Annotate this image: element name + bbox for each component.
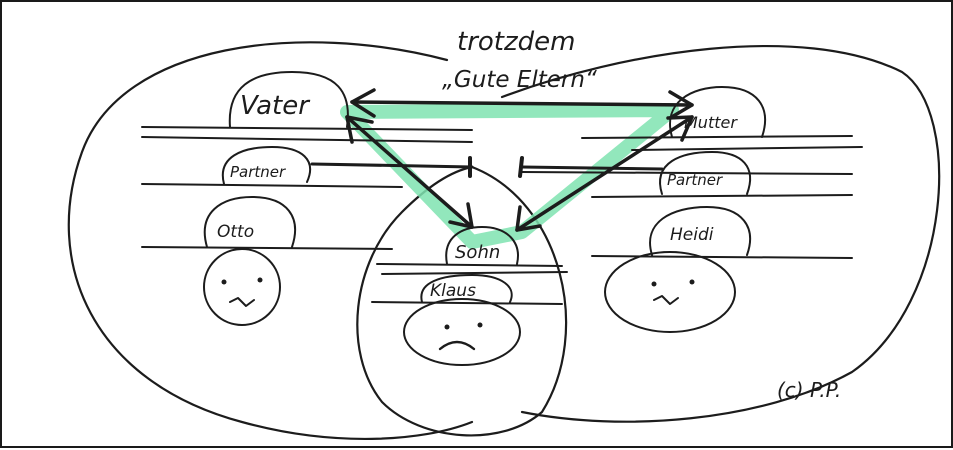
- arrow-father-mother: [350, 100, 694, 107]
- left-face-eye: [221, 279, 227, 285]
- father-line-2: [141, 136, 473, 143]
- mother-head: [669, 86, 767, 138]
- arrowhead: [515, 205, 542, 232]
- title-line-2: „Gute Eltern“: [442, 67, 597, 93]
- label-father: Vater: [240, 91, 311, 121]
- mother-line-2: [631, 146, 863, 151]
- arrowhead: [448, 202, 474, 229]
- klaus-line: [371, 301, 563, 305]
- mother-line-1: [581, 135, 853, 139]
- arrow-father-son: [345, 115, 474, 229]
- label-left-partner: Partner: [230, 163, 286, 181]
- right-face-eye: [689, 279, 695, 285]
- left-partner-head: [221, 146, 312, 185]
- title-line-1: trotzdem: [457, 27, 575, 57]
- father-head: [228, 71, 349, 128]
- left-face-eye: [257, 277, 263, 283]
- father-line-1: [141, 126, 473, 131]
- right-family-circle: [500, 44, 941, 423]
- partner-line-left: [310, 162, 474, 169]
- son-line-2: [381, 271, 568, 275]
- label-heidi: Heidi: [670, 225, 714, 245]
- arrow-mother-son: [515, 115, 694, 232]
- label-mother: Mutter: [684, 113, 738, 132]
- left-sad-face: [203, 248, 281, 326]
- otto-line: [141, 246, 393, 250]
- left-partner-line: [141, 183, 403, 188]
- son-face-mouth: [438, 340, 476, 351]
- son-head: [445, 226, 519, 265]
- copyright-note: (c) P.P.: [777, 378, 841, 402]
- son-line-1: [376, 263, 563, 267]
- heidi-head: [649, 206, 752, 256]
- left-face-mouth: [229, 297, 255, 307]
- right-partner-line-2: [591, 194, 853, 198]
- label-klaus: Klaus: [430, 281, 476, 301]
- right-sad-face: [604, 251, 736, 333]
- triangle-highlight: [340, 103, 679, 249]
- right-partner-line: [521, 171, 853, 175]
- arrowhead: [668, 90, 694, 120]
- otto-head: [203, 196, 297, 248]
- klaus-head: [420, 274, 513, 303]
- left-family-circle: [67, 41, 474, 440]
- heidi-line: [591, 255, 853, 259]
- arrowhead: [666, 115, 694, 142]
- right-face-mouth: [653, 295, 679, 305]
- son-face-eye: [444, 324, 450, 330]
- arrowhead: [350, 88, 376, 118]
- son-face-eye: [477, 322, 483, 328]
- shared-overlap-circle: [356, 165, 568, 437]
- son-sad-face: [403, 298, 521, 366]
- arrowhead: [345, 115, 374, 144]
- label-otto: Otto: [217, 222, 254, 242]
- partner-line-right: [520, 165, 664, 171]
- label-son: Sohn: [455, 242, 500, 263]
- right-face-eye: [651, 281, 657, 287]
- label-right-partner: Partner: [667, 171, 723, 189]
